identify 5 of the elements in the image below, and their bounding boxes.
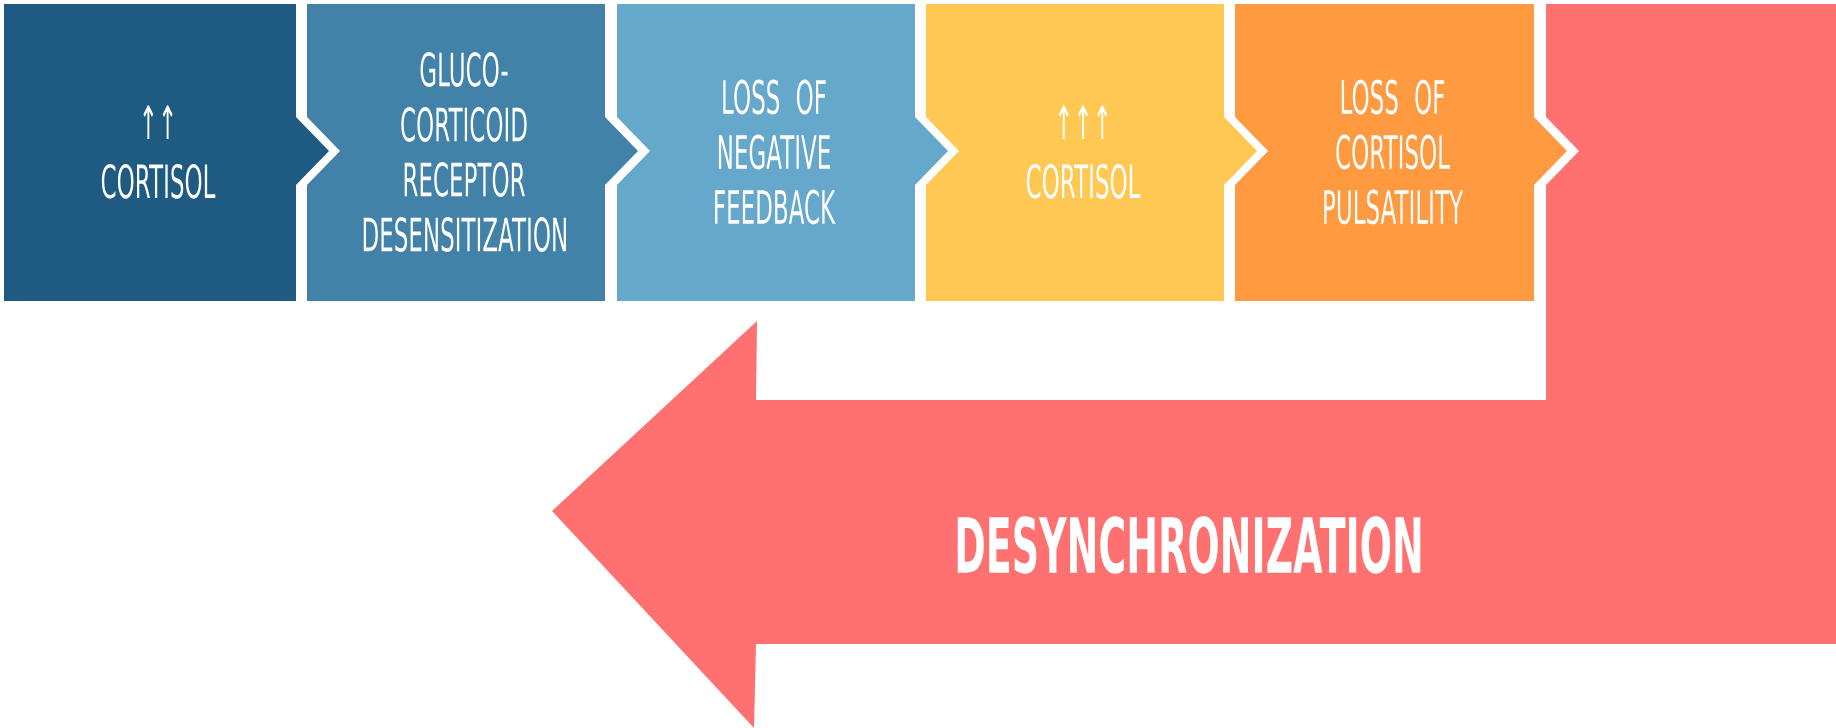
chevron-box: ↑↑ CORTISOL — [4, 4, 329, 301]
chevron-box: ↑↑↑ CORTISOL — [926, 4, 1257, 301]
chevron-box: GLUCO-CORTICOID RECEPTOR DESENSITIZATION — [307, 4, 638, 301]
chevron-box: LOSS OF CORTISOL PULSATILITY — [1235, 4, 1567, 301]
chevron-box: LOSS OF NEGATIVE FEEDBACK — [617, 4, 948, 301]
